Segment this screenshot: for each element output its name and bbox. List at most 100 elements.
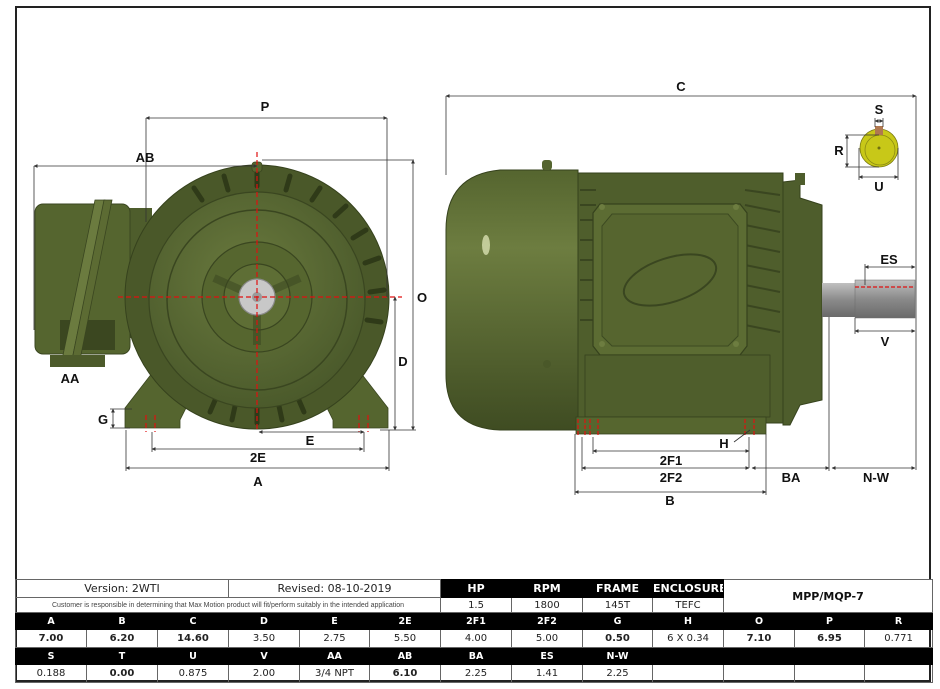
dim-value: 5.00: [511, 629, 584, 648]
dim-header: C: [157, 612, 229, 630]
rating-value-rpm: 1800: [511, 597, 584, 613]
dimension-value-row-1: 7.00 6.20 14.60 3.50 2.75 5.50 4.00 5.00…: [15, 629, 934, 648]
dim-label-v: V: [881, 334, 890, 349]
dim-header: A: [15, 612, 87, 630]
dim-header: U: [157, 647, 229, 665]
dim-value: 6 X 0.34: [652, 629, 725, 648]
dim-value: 14.60: [157, 629, 229, 648]
dim-header: [652, 647, 725, 665]
dim-header: H: [652, 612, 725, 630]
motor-dimension-drawing: P AB O D AA G E 2E A: [33, 79, 917, 508]
dim-value: 2.25: [440, 664, 513, 683]
dim-value: [864, 664, 934, 683]
dim-value: [794, 664, 866, 683]
front-view: P AB O D AA G E 2E A: [33, 99, 427, 489]
shaft: [854, 279, 916, 319]
dim-header: 2F2: [511, 612, 584, 630]
dim-value: 0.00: [86, 664, 158, 683]
dim-header: BA: [440, 647, 513, 665]
dim-value: 5.50: [368, 629, 442, 648]
dim-value: 6.95: [794, 629, 866, 648]
side-cooling-fins: [580, 189, 781, 333]
dim-value: 7.10: [723, 629, 796, 648]
dim-header: G: [582, 612, 654, 630]
dim-label-a: A: [253, 474, 263, 489]
dim-value: 7.00: [15, 629, 87, 648]
dim-label-g: G: [98, 412, 108, 427]
dim-value: 2.25: [582, 664, 654, 683]
dim-value: 4.00: [440, 629, 513, 648]
rating-header-hp: HP: [440, 579, 513, 598]
dim-header: AB: [368, 647, 442, 665]
model-number: MPP/MQP-7: [723, 579, 934, 613]
rating-value-enclosure: TEFC: [652, 597, 725, 613]
dim-value: 6.10: [368, 664, 442, 683]
dim-value: 3/4 NPT: [299, 664, 370, 683]
dim-label-es: ES: [880, 252, 898, 267]
shaft-shoulder: [822, 283, 857, 317]
dim-value: 2.75: [299, 629, 370, 648]
dim-value: 1.41: [511, 664, 584, 683]
centerlines: [118, 152, 402, 432]
dim-label-2f1: 2F1: [660, 453, 682, 468]
dim-value: 3.50: [228, 629, 300, 648]
dim-value: 0.771: [864, 629, 934, 648]
dim-value: [652, 664, 725, 683]
dim-label-r: R: [834, 143, 844, 158]
dim-header: D: [228, 612, 300, 630]
dim-label-aa: AA: [61, 371, 80, 386]
dim-label-h: H: [719, 436, 728, 451]
dim-header: AA: [299, 647, 370, 665]
disclaimer-row: Customer is responsible in determining t…: [14, 597, 933, 613]
dim-label-ab: AB: [136, 150, 155, 165]
side-centerlines: [577, 419, 755, 437]
dim-value: 0.875: [157, 664, 229, 683]
dim-header: [864, 647, 934, 665]
side-view: C S R U ES V H 2F1 2F2 BA N-W B: [445, 79, 917, 508]
specification-table: Version: 2WTI Revised: 08-10-2019 HP RPM…: [14, 579, 934, 683]
dim-header: R: [864, 612, 934, 630]
junction-box: [34, 199, 152, 367]
dim-header: T: [86, 647, 158, 665]
dim-label-d: D: [398, 354, 407, 369]
dimension-header-row-2: S T U V AA AB BA ES N-W: [15, 647, 934, 665]
dim-header: 2E: [368, 612, 442, 630]
dim-label-b: B: [665, 493, 674, 508]
shaft-key: [875, 126, 883, 135]
dim-value: 6.20: [86, 629, 158, 648]
dim-label-u: U: [874, 179, 883, 194]
dim-value: 0.188: [15, 664, 87, 683]
rating-header-frame: FRAME: [582, 579, 654, 598]
dim-label-ba: BA: [782, 470, 801, 485]
disclaimer-text: Customer is responsible in determining t…: [14, 597, 442, 613]
dim-header: O: [723, 612, 796, 630]
dim-label-e: E: [306, 433, 315, 448]
dim-header: B: [86, 612, 158, 630]
rating-header-enclosure: ENCLOSURE: [652, 579, 725, 598]
dimension-value-row-2: 0.188 0.00 0.875 2.00 3/4 NPT 6.10 2.25 …: [15, 664, 934, 683]
dim-value: 0.50: [582, 629, 654, 648]
rating-header-rpm: RPM: [511, 579, 584, 598]
dim-header: ES: [511, 647, 584, 665]
dim-label-2e: 2E: [250, 450, 266, 465]
rating-value-frame: 145T: [582, 597, 654, 613]
revised-cell: Revised: 08-10-2019: [227, 579, 442, 598]
dim-header: P: [794, 612, 866, 630]
dim-value: 2.00: [228, 664, 300, 683]
dim-header: V: [228, 647, 300, 665]
dim-label-o: O: [417, 290, 427, 305]
dim-label-nw: N-W: [863, 470, 890, 485]
dim-label-2f2: 2F2: [660, 470, 682, 485]
dim-header: S: [15, 647, 87, 665]
dim-header: [723, 647, 796, 665]
cooling-fins: [191, 169, 387, 426]
dim-value: [723, 664, 796, 683]
shaft-end-detail: [859, 126, 899, 168]
version-cell: Version: 2WTI: [15, 579, 229, 598]
front-dimension-lines: [33, 116, 416, 471]
side-dimension-lines: [445, 94, 917, 495]
dim-header: E: [299, 612, 370, 630]
version-row: Version: 2WTI Revised: 08-10-2019 HP RPM…: [15, 579, 934, 613]
dim-label-s: S: [875, 102, 884, 117]
rating-value-hp: 1.5: [440, 597, 513, 613]
